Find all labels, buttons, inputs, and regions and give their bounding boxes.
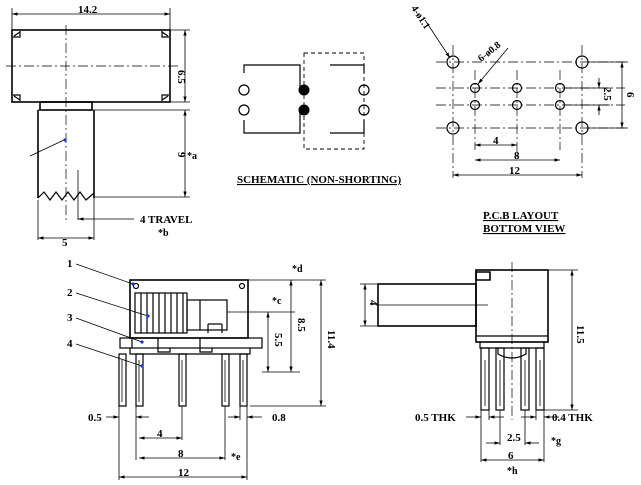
dim-height: 6.5 <box>175 70 187 84</box>
dim-8-5: 8.5 <box>295 318 307 332</box>
schematic-title: SCHEMATIC (NON-SHORTING) <box>237 174 401 186</box>
dim-0-5: 0.5 <box>88 412 102 424</box>
callout-1: 1 <box>67 258 73 270</box>
callout-3: 3 <box>67 312 73 324</box>
dim-row-pitch: 2.5 <box>601 87 613 101</box>
dim-hole-large: 4-ø1.1 <box>408 4 431 32</box>
pcb-layout: 4-ø1.1 6-ø0.8 2.5 6 4 8 12 P.C.B LAYOUT … <box>408 4 636 235</box>
dim-width: 14.2 <box>78 4 98 16</box>
dim-side-4: 4 <box>367 300 379 306</box>
front-view: 1 2 3 4 *d *c 8.5 5.5 11.4 0.5 0 <box>67 258 337 480</box>
dim-pcb-height: 6 <box>624 92 636 98</box>
dim-side-6: 6 <box>508 450 514 462</box>
pcb-title-line1: P.C.B LAYOUT <box>483 210 559 222</box>
label-thk-right: 0.4 THK <box>552 412 593 424</box>
dim-0-8: 0.8 <box>272 412 286 424</box>
dim-side-2-5: 2.5 <box>507 432 521 444</box>
pcb-title-line2: BOTTOM VIEW <box>483 223 565 235</box>
side-view: 4 11.5 0.5 THK 0.4 THK <box>360 262 593 477</box>
top-view: 14.2 6.5 9 *a 4 TRAVEL *b <box>6 4 197 249</box>
note-c: *c <box>272 296 282 307</box>
note-h: *h <box>507 466 518 477</box>
dim-5-5: 5.5 <box>272 333 284 347</box>
label-travel: 4 TRAVEL <box>140 214 192 226</box>
dim-lever-height: 9 <box>175 152 187 158</box>
label-thk-left: 0.5 THK <box>415 412 456 424</box>
note-a: *a <box>187 151 197 162</box>
note-d: *d <box>292 264 303 275</box>
note-g: *g <box>551 436 561 447</box>
dim-lever-width: 5 <box>62 237 68 249</box>
note-b: *b <box>158 228 169 239</box>
dim-pcb-12: 12 <box>509 165 521 177</box>
dim-pcb-4: 4 <box>493 135 499 147</box>
dim-front-4: 4 <box>157 428 163 440</box>
note-e: *e <box>231 452 241 463</box>
dim-hole-small: 6-ø0.8 <box>476 40 503 65</box>
dim-11-5: 11.5 <box>574 325 586 344</box>
dim-11-4: 11.4 <box>325 330 337 349</box>
dim-pcb-8: 8 <box>514 150 520 162</box>
callout-2: 2 <box>67 287 73 299</box>
dim-front-8: 8 <box>178 448 184 460</box>
dim-front-12: 12 <box>178 467 190 479</box>
schematic: SCHEMATIC (NON-SHORTING) <box>237 52 401 186</box>
callout-4: 4 <box>67 338 73 350</box>
